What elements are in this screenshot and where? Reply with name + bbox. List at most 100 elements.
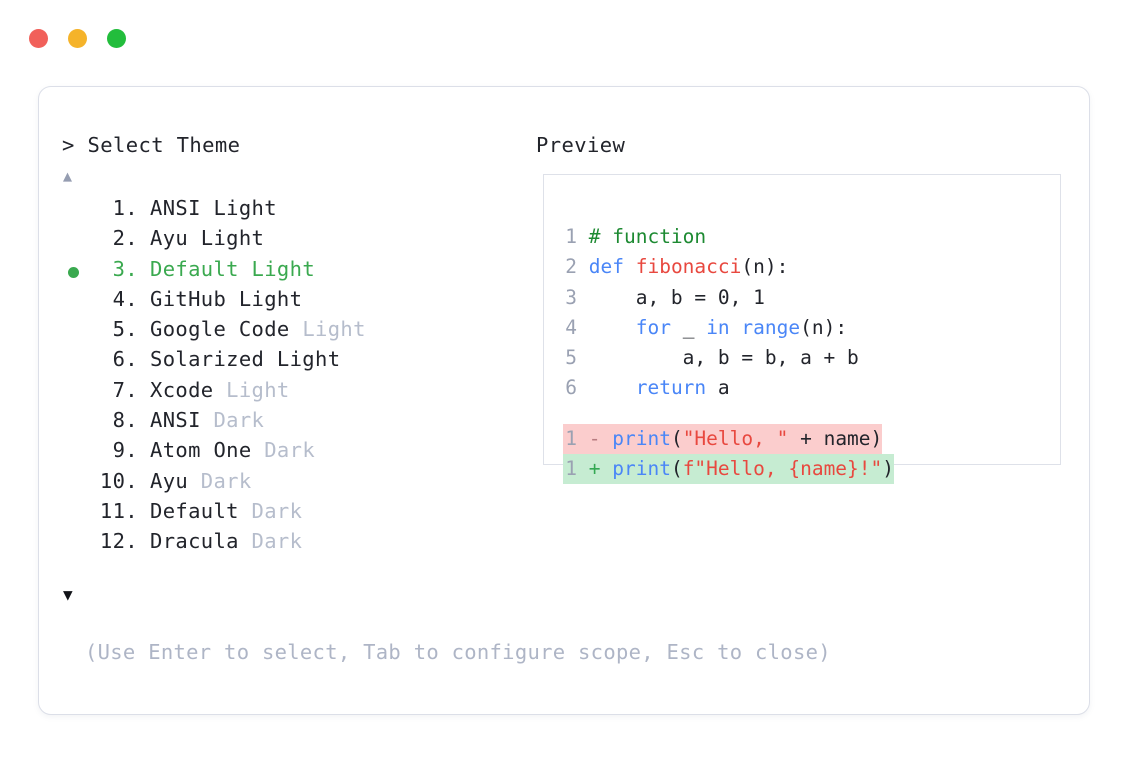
theme-list-item[interactable]: 6. Solarized Light — [62, 347, 522, 377]
code-spacer — [563, 404, 894, 424]
theme-item-label: Default Light — [150, 257, 315, 281]
code-token: a, b = b, a + b — [588, 346, 859, 370]
line-number: 1 — [565, 426, 577, 450]
minimize-icon[interactable] — [68, 29, 87, 48]
theme-item-variant: Dark — [200, 408, 265, 433]
theme-item-label: Dracula Dark — [150, 529, 302, 553]
diff-sign: + — [577, 457, 613, 481]
theme-item-index: 5. — [112, 317, 138, 342]
code-line: 5 a, b = b, a + b — [563, 343, 894, 373]
code-token: + name) — [788, 426, 883, 450]
theme-item-label: Ayu Dark — [150, 469, 252, 493]
code-token: a — [706, 376, 730, 400]
theme-item-label: Xcode Light — [150, 378, 290, 402]
maximize-icon[interactable] — [107, 29, 126, 48]
theme-item-variant: Light — [200, 196, 277, 220]
close-icon[interactable] — [29, 29, 48, 48]
theme-item-label: GitHub Light — [150, 287, 302, 311]
theme-item-name: Xcode — [150, 377, 214, 402]
theme-item-label: ANSI Dark — [150, 408, 264, 432]
code-line: 2 def fibonacci(n): — [563, 252, 894, 282]
theme-item-variant: Dark — [251, 438, 316, 463]
code-line: 6 return a — [563, 373, 894, 403]
code-token — [589, 376, 636, 399]
code-token: print — [612, 426, 671, 450]
theme-item-index: 2. — [112, 226, 138, 251]
theme-item-name: Ayu — [150, 226, 189, 251]
code-token: fibonacci — [635, 255, 742, 279]
code-token — [589, 316, 636, 339]
theme-item-variant: Dark — [188, 468, 252, 493]
theme-item-label: Ayu Light — [150, 226, 264, 250]
code-token: ( — [670, 457, 683, 481]
code-token: def — [588, 255, 636, 279]
theme-item-label: Solarized Light — [150, 347, 340, 371]
theme-item-index: 3. — [112, 256, 138, 281]
code-token: print — [612, 457, 671, 481]
theme-list-item[interactable]: 11. Default Dark — [62, 499, 522, 529]
theme-item-index: 10. — [99, 468, 138, 493]
theme-item-name: Default — [150, 498, 239, 523]
code-token: (n): — [800, 315, 848, 339]
theme-item-variant: Light — [213, 377, 290, 402]
theme-item-index: 11. — [99, 498, 138, 523]
preview-title: Preview — [536, 133, 626, 157]
theme-item-variant: Light — [226, 286, 303, 311]
theme-item-label: Atom One Dark — [150, 438, 315, 462]
theme-list-item[interactable]: 1.ANSI Light — [62, 196, 522, 226]
theme-list-item[interactable]: 2. Ayu Light — [62, 226, 522, 256]
theme-item-label: Google Code Light — [150, 317, 366, 341]
theme-list-item[interactable]: 7. Xcode Light — [62, 378, 522, 408]
code-token: (n): — [741, 255, 789, 279]
theme-list-item[interactable]: 10. Ayu Dark — [62, 469, 522, 499]
theme-list-item[interactable]: 9.Atom One Dark — [62, 438, 522, 468]
code-token: return — [635, 376, 707, 400]
theme-list-item[interactable]: 4. GitHub Light — [62, 287, 522, 317]
theme-list-item[interactable]: 5. Google Code Light — [62, 317, 522, 347]
theme-item-index: 8. — [112, 408, 138, 433]
code-token: ) — [882, 457, 895, 481]
theme-list-item[interactable]: 12. Dracula Dark — [62, 529, 522, 559]
line-number: 6 — [565, 376, 577, 400]
scroll-down-icon[interactable]: ▼ — [63, 585, 73, 604]
theme-item-name: Dracula — [150, 529, 239, 554]
theme-list-item[interactable]: 3. Default Light — [62, 257, 522, 287]
code-token: for — [635, 315, 671, 339]
theme-item-label: Default Dark — [150, 499, 302, 523]
theme-item-label: ANSI Light — [150, 196, 277, 220]
theme-item-name: Ayu — [150, 468, 189, 493]
theme-item-index: 12. — [99, 529, 138, 554]
theme-item-name: ANSI — [150, 408, 201, 433]
line-number: 3 — [565, 285, 577, 309]
theme-item-variant: Dark — [238, 529, 303, 554]
code-token: ( — [670, 426, 683, 450]
code-token: f"Hello, {name}!" — [682, 457, 883, 481]
line-number: 1 — [565, 457, 577, 481]
line-number: 5 — [565, 346, 577, 370]
page-title: > Select Theme — [62, 133, 241, 157]
window-controls — [29, 29, 126, 48]
theme-item-variant: Light — [289, 317, 366, 342]
theme-item-name: Default — [150, 256, 239, 281]
theme-item-name: Atom One — [150, 438, 252, 463]
code-token: _ — [670, 315, 707, 339]
diff-removed-line: 1 - print("Hello, " + name) — [563, 423, 883, 455]
diff-added-line: 1 + print(f"Hello, {name}!") — [563, 454, 895, 485]
diff-sign: - — [577, 426, 613, 450]
theme-item-name: Solarized — [150, 347, 265, 372]
code-line: 4 for _ in range(n): — [563, 313, 894, 343]
theme-item-index: 7. — [112, 377, 138, 402]
line-number: 2 — [565, 255, 577, 279]
line-number: 1 — [565, 225, 577, 248]
theme-item-index: 4. — [112, 286, 138, 311]
theme-item-name: GitHub — [150, 286, 227, 311]
code-line: 3 a, b = 0, 1 — [563, 283, 894, 313]
theme-item-index: 6. — [112, 347, 138, 372]
theme-list-item[interactable]: 8. ANSI Dark — [62, 408, 522, 438]
code-line: 1 # function — [563, 222, 894, 252]
scroll-up-icon[interactable]: ▲ — [63, 167, 73, 185]
